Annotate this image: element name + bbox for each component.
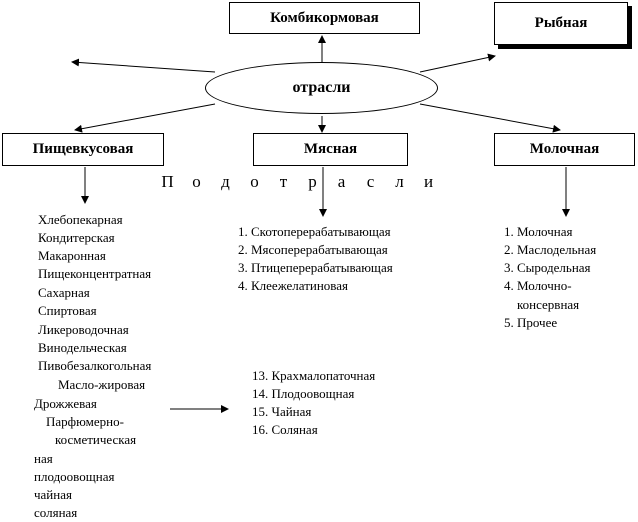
podotrasli-letter: П (161, 172, 174, 191)
podotrasli-letter: а (337, 172, 346, 191)
list-item: плодоовощная (34, 469, 115, 484)
podotrasli-letter: с (366, 172, 375, 191)
list-item: 2. Маслодельная (504, 242, 597, 257)
center-oval-otrasli: отрасли (205, 62, 438, 114)
list-item: Пивобезалкогольная (38, 358, 152, 373)
list-item: 14. Плодоовощная (252, 386, 355, 401)
arrow-to-pishchevkusovaya (74, 103, 216, 133)
list-item: Ликероводочная (38, 322, 129, 337)
box-myasnaya: Мясная (253, 133, 408, 166)
list-item: 1. Молочная (504, 224, 573, 239)
list-item: соляная (34, 505, 78, 520)
arrow-to-left-top (71, 58, 216, 73)
podotrasli-letter: о (250, 172, 259, 191)
box-kombikormovaya-label: Комбикормовая (270, 9, 379, 26)
list-item: 3. Сыродельная (504, 260, 591, 275)
box-molochnaya-label: Молочная (529, 141, 600, 157)
arrow-to-rybnaya (419, 53, 496, 73)
list-item: Хлебопекарная (38, 212, 123, 227)
arrow-to-molochnaya (419, 103, 561, 133)
list-item: чайная (34, 487, 72, 502)
list-item: 5. Прочее (504, 315, 558, 330)
list-item: Спиртовая (38, 303, 97, 318)
list-item: Макаронная (38, 248, 106, 263)
list-item: Парфюмерно- (46, 414, 124, 429)
list-item: 13. Крахмалопаточная (252, 368, 376, 383)
podotrasli-letter: д (221, 172, 230, 191)
list-item: Сахарная (38, 285, 90, 300)
list-item: Дрожжевая (34, 396, 97, 411)
center-oval-label: отрасли (292, 79, 351, 96)
list-item: 16. Соляная (252, 422, 318, 437)
podotrasli-letter: л (395, 172, 404, 191)
box-pishchevkusovaya: Пищевкусовая (2, 133, 164, 166)
list-item: 4. Молочно- (504, 278, 572, 293)
list-item: 4. Клеежелатиновая (238, 278, 349, 293)
list-item: 15. Чайная (252, 404, 312, 419)
box-rybnaya-label: Рыбная (534, 15, 588, 31)
list-item: 3. Птицеперерабатывающая (238, 260, 393, 275)
list-item: 1. Скотоперерабатывающая (238, 224, 391, 239)
box-kombikormovaya: Комбикормовая (229, 2, 420, 34)
box-pishchevkusovaya-label: Пищевкусовая (32, 141, 134, 157)
podotrasli-letter: р (308, 172, 317, 191)
box-molochnaya: Молочная (494, 133, 635, 166)
list-item: Масло-жировая (58, 377, 146, 392)
podotrasli-letter: т (279, 172, 288, 191)
podotrasli-letter: о (192, 172, 201, 191)
list-item: ная (34, 451, 53, 466)
box-myasnaya-label: Мясная (303, 141, 358, 157)
box-rybnaya: Рыбная (494, 2, 628, 45)
list-item: 2. Мясоперерабатывающая (238, 242, 388, 257)
podotrasli-letter: и (423, 172, 434, 191)
list-item: Винодельческая (38, 340, 127, 355)
list-item: Пищеконцентратная (38, 266, 152, 281)
list-item: консервная (517, 297, 580, 312)
list-item: косметическая (55, 432, 137, 447)
list-item: Кондитерская (38, 230, 115, 245)
